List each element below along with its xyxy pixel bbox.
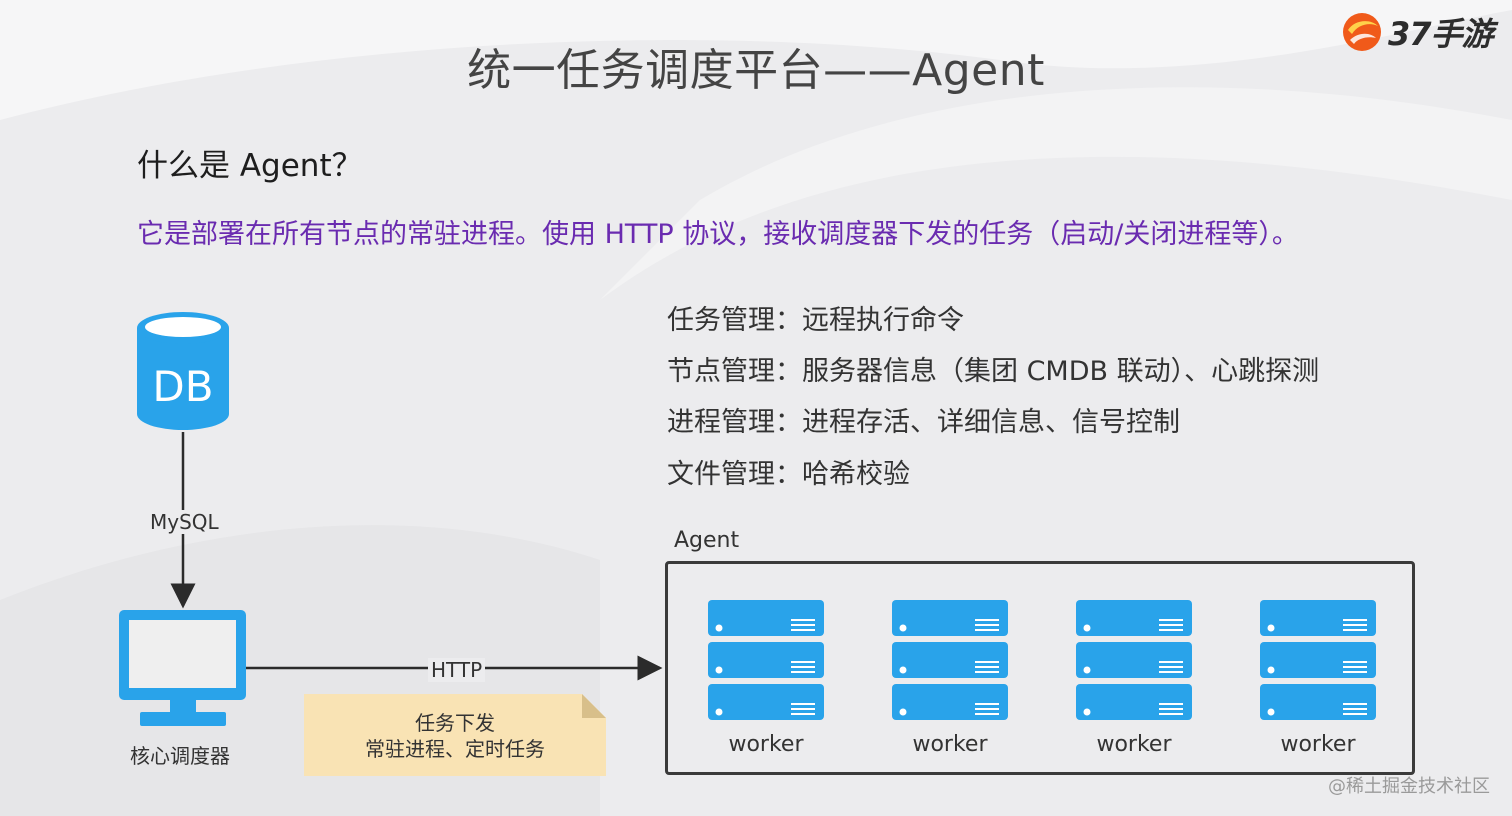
note-line-1: 任务下发 bbox=[415, 711, 495, 735]
db-label: DB bbox=[152, 362, 214, 411]
worker-node: worker bbox=[891, 600, 1009, 757]
note-shape bbox=[304, 694, 606, 776]
monitor-icon bbox=[119, 610, 246, 726]
worker-label: worker bbox=[728, 732, 804, 757]
server-icon bbox=[1260, 600, 1376, 720]
feature-file-management: 文件管理：哈希校验 bbox=[667, 459, 910, 490]
worker-node: worker bbox=[707, 600, 825, 757]
slide-title: 统一任务调度平台——Agent bbox=[467, 45, 1045, 96]
agent-label: Agent bbox=[674, 528, 740, 553]
feature-node-management: 节点管理：服务器信息（集团 CMDB 联动）、心跳探测 bbox=[667, 356, 1320, 387]
logo: 37手游 bbox=[1340, 8, 1494, 56]
worker-node: worker bbox=[1075, 600, 1193, 757]
server-icon bbox=[708, 600, 824, 720]
http-label: HTTP bbox=[428, 658, 486, 682]
note-line-2: 常驻进程、定时任务 bbox=[365, 737, 545, 761]
feature-process-management: 进程管理：进程存活、详细信息、信号控制 bbox=[667, 407, 1180, 438]
logo-text: 37手游 bbox=[1388, 15, 1494, 53]
note-text: 任务下发 常驻进程、定时任务 bbox=[304, 710, 606, 762]
worker-label: worker bbox=[912, 732, 988, 757]
server-icon bbox=[892, 600, 1008, 720]
description-text: 它是部署在所有节点的常驻进程。使用 HTTP 协议，接收调度器下发的任务（启动/… bbox=[137, 219, 1299, 250]
database-icon bbox=[137, 312, 229, 430]
watermark: @稀土掘金技术社区 bbox=[1328, 776, 1490, 797]
agent-container bbox=[665, 561, 1415, 775]
logo-swirl-icon bbox=[1343, 13, 1381, 51]
server-icon bbox=[1076, 600, 1192, 720]
question-heading: 什么是 Agent？ bbox=[137, 148, 363, 184]
worker-label: worker bbox=[1096, 732, 1172, 757]
worker-label: worker bbox=[1280, 732, 1356, 757]
worker-node: worker bbox=[1259, 600, 1377, 757]
feature-task-management: 任务管理：远程执行命令 bbox=[667, 305, 964, 336]
core-scheduler-label: 核心调度器 bbox=[130, 744, 230, 768]
mysql-label: MySQL bbox=[148, 510, 221, 534]
